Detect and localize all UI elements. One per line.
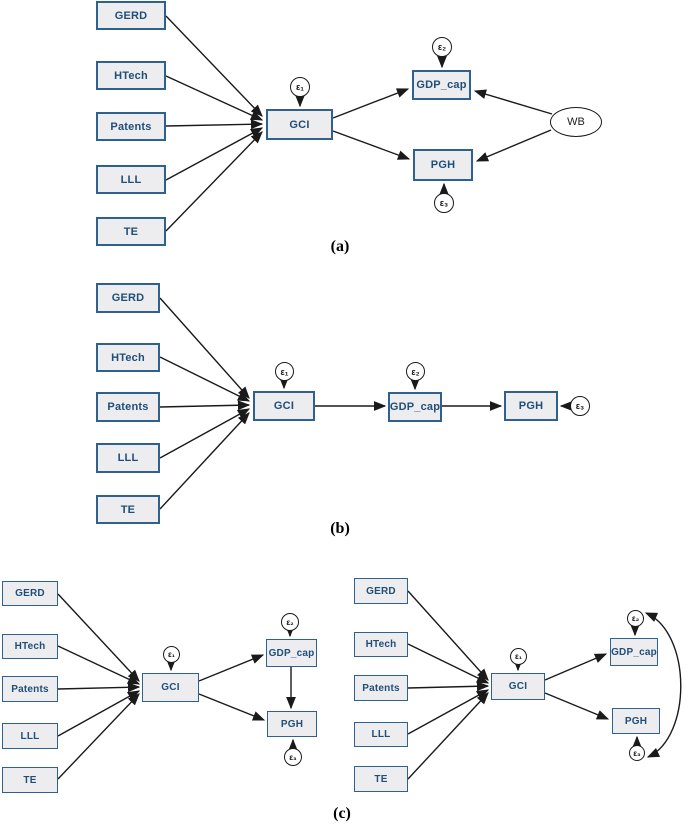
- a-outcome-gdpcap: GDP_cap: [412, 70, 471, 100]
- arrow-a-wb-gdpcap: [473, 89, 553, 115]
- arrow-cr-gci-pgh: [544, 692, 610, 720]
- arrow-a-lll-gci: [165, 127, 264, 181]
- cl-error-e2: ε₂: [281, 613, 299, 631]
- arrow-a-gerd-gci: [165, 15, 263, 117]
- arrow-cr-htech-gci: [407, 643, 490, 684]
- cl-indicator-gerd: GERD: [2, 581, 58, 606]
- arrow-a-patents-gci: [165, 119, 264, 130]
- b-latent-gci: GCI: [253, 391, 315, 421]
- a-indicator-gerd: GERD: [96, 1, 166, 30]
- a-indicator-patents: Patents: [96, 112, 166, 141]
- cr-indicator-te: TE: [354, 766, 408, 792]
- panel-b-caption: (b): [330, 520, 350, 537]
- arrow-cl-htech-gci: [57, 645, 141, 685]
- arrow-a-gci-gdpcap: [332, 88, 410, 119]
- arrow-cl-gci-pgh: [198, 693, 266, 721]
- a-exogenous-wb: WB: [550, 107, 602, 137]
- arrow-b-lll-gci: [159, 408, 251, 459]
- b-indicator-patents: Patents: [96, 392, 160, 422]
- b-outcome-gdpcap: GDP_cap: [388, 392, 442, 422]
- cr-error-e1: ε₁: [510, 648, 527, 665]
- cl-latent-gci: GCI: [142, 673, 199, 702]
- arrow-cl-te-gci: [57, 693, 140, 780]
- cr-error-e3: ε₃: [629, 745, 645, 761]
- arrow-cr-gerd-gci: [407, 590, 489, 681]
- cl-outcome-pgh: PGH: [267, 711, 317, 737]
- cr-outcome-pgh: PGH: [612, 708, 660, 734]
- arrow-a-wb-pgh: [475, 129, 552, 162]
- a-indicator-lll: LLL: [96, 165, 166, 194]
- b-error-e1: ε₁: [275, 362, 294, 381]
- arrow-cr-patents-gci: [407, 681, 490, 692]
- b-outcome-pgh: PGH: [504, 391, 558, 421]
- arrow-cl-lll-gci: [57, 690, 141, 737]
- b-indicator-htech: HTech: [96, 343, 160, 372]
- arrow-cl-patents-gci: [57, 682, 141, 693]
- arrow-a-te-gci: [165, 131, 263, 232]
- arrow-cr-lll-gci: [407, 689, 490, 735]
- cr-indicator-gerd: GERD: [354, 578, 408, 604]
- a-error-e3: ε₃: [434, 193, 454, 213]
- a-error-e2: ε₂: [432, 37, 452, 57]
- panel-c-caption: (c): [333, 805, 351, 822]
- cl-indicator-htech: HTech: [2, 634, 58, 659]
- arrow-b-patents-gci: [159, 400, 251, 411]
- arrow-a-gci-pgh: [332, 130, 411, 160]
- b-error-e2: ε₂: [406, 362, 425, 381]
- b-indicator-te: TE: [96, 495, 160, 524]
- cl-indicator-te: TE: [2, 767, 58, 793]
- a-latent-gci: GCI: [266, 109, 333, 140]
- cr-latent-gci: GCI: [491, 673, 545, 700]
- cr-indicator-patents: Patents: [354, 675, 408, 701]
- a-indicator-te: TE: [96, 217, 166, 246]
- b-error-e3: ε₃: [570, 396, 590, 416]
- arrow-cr-gci-gdpcap: [544, 653, 608, 681]
- arrow-b-gerd-gci: [159, 297, 250, 399]
- cl-indicator-lll: LLL: [2, 723, 58, 749]
- b-indicator-gerd: GERD: [96, 283, 160, 313]
- arrow-cl-gerd-gci: [57, 593, 140, 682]
- cl-error-e3: ε₃: [284, 748, 302, 766]
- a-error-e1: ε₁: [290, 77, 310, 97]
- cr-error-e2: ε₂: [627, 610, 644, 627]
- covariance-arc-e2-e3: [644, 612, 682, 758]
- cl-error-e1: ε₁: [163, 646, 180, 663]
- cr-indicator-htech: HTech: [354, 632, 408, 657]
- cr-outcome-gdpcap: GDP_cap: [610, 638, 658, 666]
- arrow-cr-te-gci: [407, 692, 489, 780]
- arrow-cl-gci-gdpcap: [198, 654, 265, 682]
- a-indicator-htech: HTech: [96, 61, 166, 90]
- arrow-a-htech-gci: [165, 75, 264, 121]
- cl-outcome-gdpcap: GDP_cap: [266, 639, 317, 667]
- cr-indicator-lll: LLL: [354, 722, 408, 747]
- cl-indicator-patents: Patents: [2, 676, 58, 702]
- panel-a-caption: (a): [330, 238, 350, 255]
- b-indicator-lll: LLL: [96, 443, 160, 473]
- arrow-b-htech-gci: [159, 356, 251, 402]
- a-outcome-pgh: PGH: [413, 149, 473, 181]
- arrow-b-te-gci: [159, 412, 250, 510]
